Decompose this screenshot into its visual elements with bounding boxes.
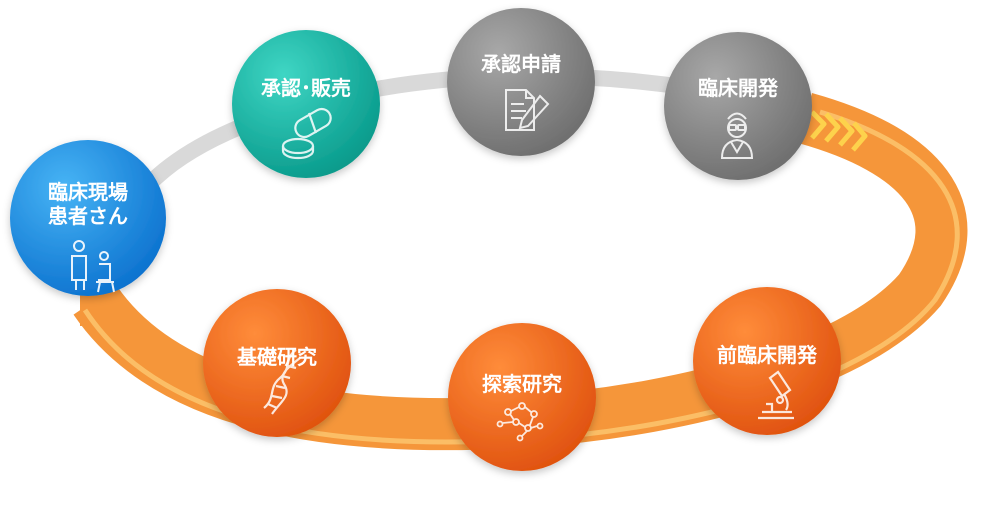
node-clinical-development [664, 32, 812, 180]
node-approval-application [447, 8, 595, 156]
label-clinical-development: 臨床開発 [678, 76, 798, 100]
label-exploratory-research: 探索研究 [462, 372, 582, 396]
label-clinical-development-text: 臨床開発 [698, 76, 778, 100]
label-preclinical-development-text: 前臨床開発 [717, 343, 817, 367]
document-sign-icon [505, 89, 550, 131]
node-preclinical-development [693, 287, 841, 435]
label-approval-sales: 承認･販売 [246, 76, 366, 100]
label-clinical-site-line1: 臨床現場 [48, 180, 128, 204]
label-approval-sales-text: 承認･販売 [261, 76, 351, 100]
label-clinical-site: 臨床現場 患者さん [28, 180, 148, 228]
label-approval-application: 承認申請 [461, 52, 581, 76]
label-basic-research-text: 基礎研究 [237, 345, 317, 369]
node-basic-research [203, 289, 351, 437]
node-clinical-site [10, 140, 166, 296]
node-exploratory-research [448, 323, 596, 471]
doctor-icon [720, 112, 754, 159]
label-approval-application-text: 承認申請 [481, 52, 561, 76]
flow-chevrons [810, 110, 868, 152]
label-exploratory-research-text: 探索研究 [482, 372, 562, 396]
molecule-icon [496, 402, 544, 442]
pills-icon [281, 107, 332, 160]
dna-icon [263, 349, 301, 415]
label-clinical-site-line2: 患者さん [48, 204, 128, 228]
node-approval-sales [232, 30, 380, 178]
label-preclinical-development: 前臨床開発 [697, 343, 837, 367]
label-basic-research: 基礎研究 [217, 345, 337, 369]
microscope-icon [758, 370, 794, 420]
patient-care-icon [71, 240, 115, 293]
